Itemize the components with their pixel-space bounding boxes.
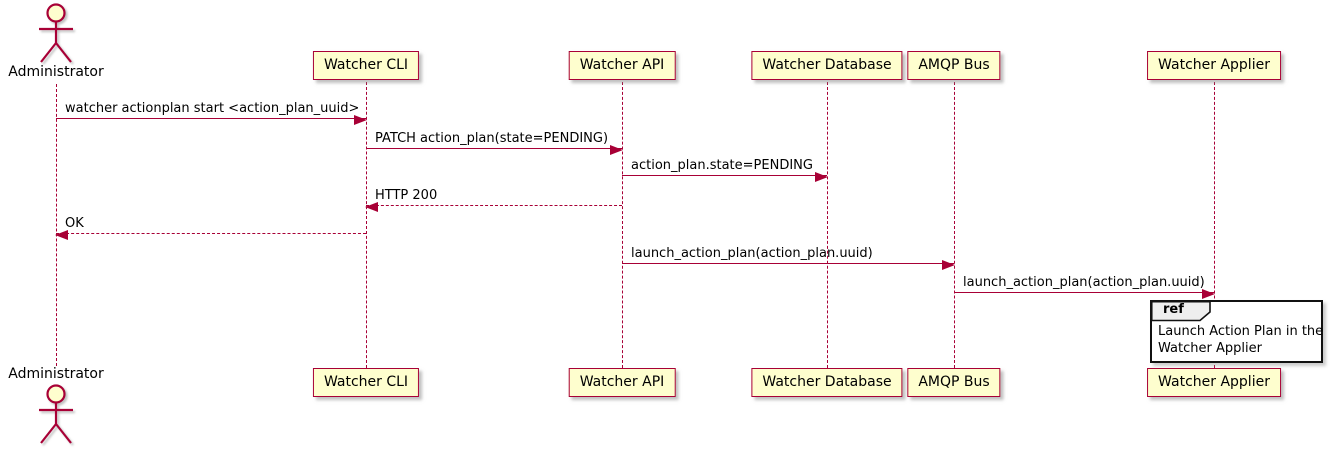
lifeline-watcher-api [622, 82, 623, 368]
arrowhead-left-icon [365, 201, 378, 212]
message-label: OK [65, 216, 84, 231]
message-launch-action-plan-amqp: launch_action_plan(action_plan.uuid) [622, 244, 955, 270]
message-launch-action-plan-applier: launch_action_plan(action_plan.uuid) [954, 273, 1215, 299]
message-line [366, 148, 622, 149]
actor-administrator-icon [39, 3, 73, 63]
arrowhead-right-icon [354, 114, 367, 125]
participant-watcher-database-bottom: Watcher Database [751, 368, 903, 397]
message-ok: OK [55, 214, 366, 240]
message-line [56, 233, 366, 234]
lifeline-watcher-applier [1214, 82, 1215, 368]
participant-watcher-api-top: Watcher API [568, 51, 676, 80]
arrowhead-left-icon [55, 229, 68, 240]
message-http-200: HTTP 200 [365, 186, 622, 212]
ref-fragment: ref Launch Action Plan in the Watcher Ap… [1150, 300, 1323, 363]
participant-watcher-api-bottom: Watcher API [568, 368, 676, 397]
ref-header-pentagon [1151, 301, 1211, 322]
arrowhead-right-icon [1202, 288, 1215, 299]
actor-administrator-label-bottom: Administrator [8, 366, 104, 382]
message-label: launch_action_plan(action_plan.uuid) [631, 246, 873, 261]
lifeline-watcher-database [827, 82, 828, 368]
participant-amqp-bus-bottom: AMQP Bus [907, 368, 1001, 397]
ref-text-line2: Watcher Applier [1158, 341, 1262, 356]
actor-administrator-label-top: Administrator [8, 64, 104, 80]
message-start-actionplan: watcher actionplan start <action_plan_uu… [56, 99, 367, 125]
message-state-pending: action_plan.state=PENDING [622, 156, 828, 182]
message-label: launch_action_plan(action_plan.uuid) [963, 275, 1205, 290]
message-patch-action-plan: PATCH action_plan(state=PENDING) [366, 129, 623, 155]
participant-watcher-applier-bottom: Watcher Applier [1147, 368, 1281, 397]
lifeline-administrator [56, 84, 57, 366]
ref-text-line1: Launch Action Plan in the [1158, 324, 1324, 339]
message-line [954, 292, 1214, 293]
arrowhead-right-icon [610, 144, 623, 155]
message-line [622, 263, 954, 264]
lifeline-amqp-bus [954, 82, 955, 368]
lifeline-watcher-cli [366, 82, 367, 368]
participant-watcher-cli-top: Watcher CLI [312, 51, 420, 80]
arrowhead-right-icon [815, 171, 828, 182]
participant-watcher-applier-top: Watcher Applier [1147, 51, 1281, 80]
ref-keyword: ref [1163, 302, 1184, 317]
message-label: HTTP 200 [375, 188, 438, 203]
ref-text: Launch Action Plan in the Watcher Applie… [1152, 302, 1324, 361]
actor-administrator-icon-bottom [39, 384, 73, 444]
message-line [56, 118, 366, 119]
participant-watcher-cli-bottom: Watcher CLI [312, 368, 420, 397]
message-label: PATCH action_plan(state=PENDING) [375, 131, 609, 146]
message-label: action_plan.state=PENDING [631, 158, 813, 173]
message-line [622, 175, 827, 176]
arrowhead-right-icon [942, 259, 955, 270]
participant-watcher-database-top: Watcher Database [751, 51, 903, 80]
message-label: watcher actionplan start <action_plan_uu… [65, 101, 360, 116]
message-line [366, 205, 622, 206]
participant-amqp-bus-top: AMQP Bus [907, 51, 1001, 80]
